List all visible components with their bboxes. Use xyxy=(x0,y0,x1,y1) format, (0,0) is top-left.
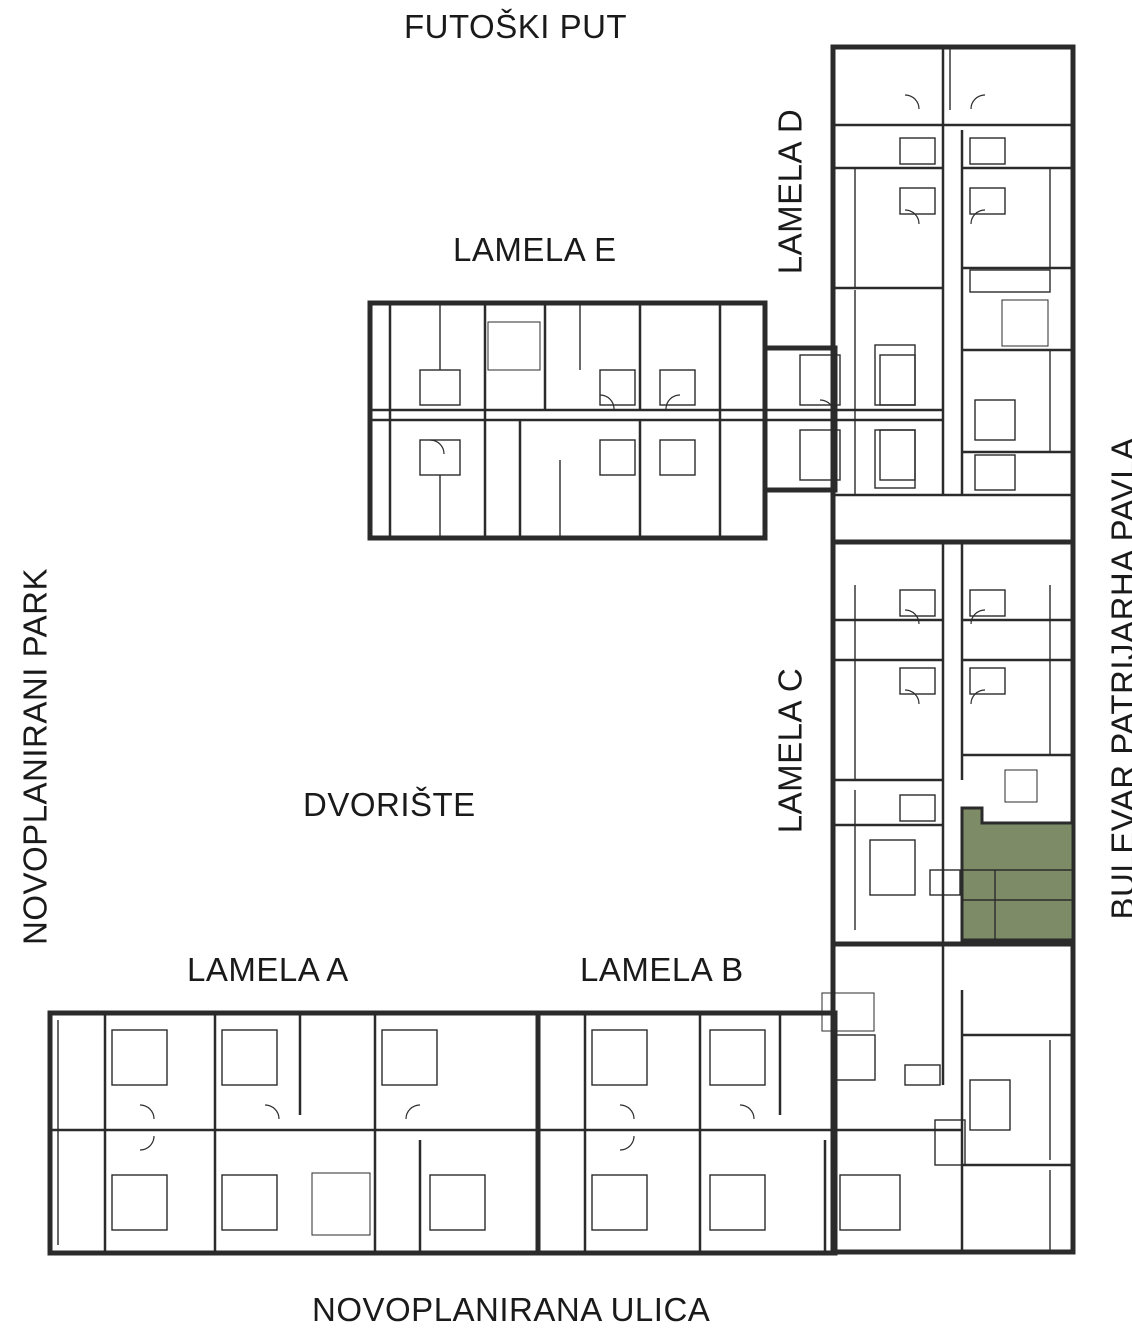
wing-corner xyxy=(821,941,1076,1255)
lamela-a-label: LAMELA A xyxy=(187,951,349,988)
highlighted-apartment[interactable] xyxy=(960,806,1075,942)
lamela-e-label: LAMELA E xyxy=(453,231,617,268)
street-top: FUTOŠKI PUT xyxy=(404,8,628,45)
lamela-c-label: LAMELA C xyxy=(771,667,809,834)
wing-lamela-b xyxy=(535,1010,962,1256)
wing-lamela-d xyxy=(830,44,1076,545)
bridge-e-d xyxy=(762,345,943,493)
street-bottom: NOVOPLANIRANA ULICA xyxy=(312,1291,711,1328)
street-right: BULEVAR PATRIJARHA PAVLA xyxy=(1104,437,1132,920)
lamela-d-label: LAMELA D xyxy=(771,108,809,275)
wing-lamela-a xyxy=(47,1010,541,1256)
door-swings xyxy=(139,94,986,1151)
street-left: NOVOPLANIRANI PARK xyxy=(16,568,54,945)
court-label: DVORIŠTE xyxy=(303,786,476,823)
lamela-b-label: LAMELA B xyxy=(580,951,744,988)
wing-lamela-e xyxy=(367,300,768,541)
